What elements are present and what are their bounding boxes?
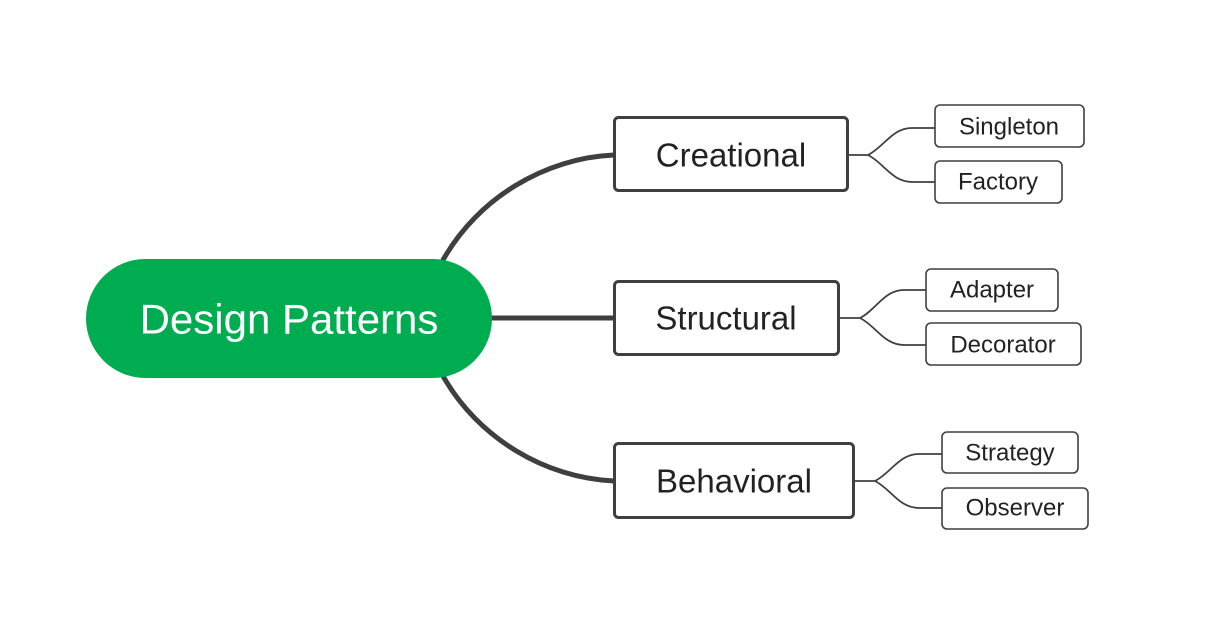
branch-node-behavioral-label: Behavioral (656, 463, 812, 500)
leaf-node-strategy[interactable]: Strategy (941, 431, 1079, 474)
connector-behavioral-strategy (854, 453, 942, 482)
leaf-node-observer-label: Observer (966, 495, 1065, 522)
connector-root-behavioral (440, 373, 617, 484)
leaf-node-strategy-label: Strategy (965, 440, 1054, 467)
branch-node-structural-label: Structural (655, 300, 796, 337)
leaf-node-decorator-label: Decorator (950, 332, 1055, 359)
leaf-node-adapter-label: Adapter (950, 277, 1034, 304)
branch-node-creational-label: Creational (656, 137, 806, 174)
branch-node-creational-box (613, 116, 849, 192)
leaf-node-singleton[interactable]: Singleton (934, 104, 1085, 148)
connector-structural-decorator (859, 317, 926, 346)
leaf-node-observer-box (941, 487, 1089, 530)
branch-node-behavioral-box (613, 442, 855, 519)
leaf-node-factory-box (934, 160, 1063, 204)
connector-structural-adapter (839, 289, 926, 319)
leaf-node-factory-label: Factory (958, 169, 1038, 196)
branch-node-behavioral[interactable]: Behavioral (613, 442, 855, 519)
leaf-node-factory[interactable]: Factory (934, 160, 1063, 204)
root-node[interactable]: Design Patterns (86, 259, 492, 378)
leaf-node-decorator-box (925, 322, 1082, 366)
connector-root-creational (440, 152, 617, 263)
leaf-node-singleton-box (934, 104, 1085, 148)
branch-node-structural-box (613, 280, 840, 356)
leaf-node-adapter-box (925, 268, 1059, 312)
root-node-shape (86, 259, 492, 378)
leaf-node-observer[interactable]: Observer (941, 487, 1089, 530)
root-node-label: Design Patterns (140, 296, 439, 343)
leaf-connectors (839, 127, 942, 509)
leaf-node-strategy-box (941, 431, 1079, 474)
connector-creational-factory (867, 154, 935, 183)
leaf-node-decorator[interactable]: Decorator (925, 322, 1082, 366)
leaf-node-singleton-label: Singleton (959, 114, 1059, 141)
branch-node-structural[interactable]: Structural (613, 280, 840, 356)
leaf-node-adapter[interactable]: Adapter (925, 268, 1059, 312)
branch-node-creational[interactable]: Creational (613, 116, 849, 192)
connector-creational-singleton (848, 127, 935, 156)
main-connectors (440, 152, 617, 484)
connector-behavioral-observer (874, 480, 942, 509)
